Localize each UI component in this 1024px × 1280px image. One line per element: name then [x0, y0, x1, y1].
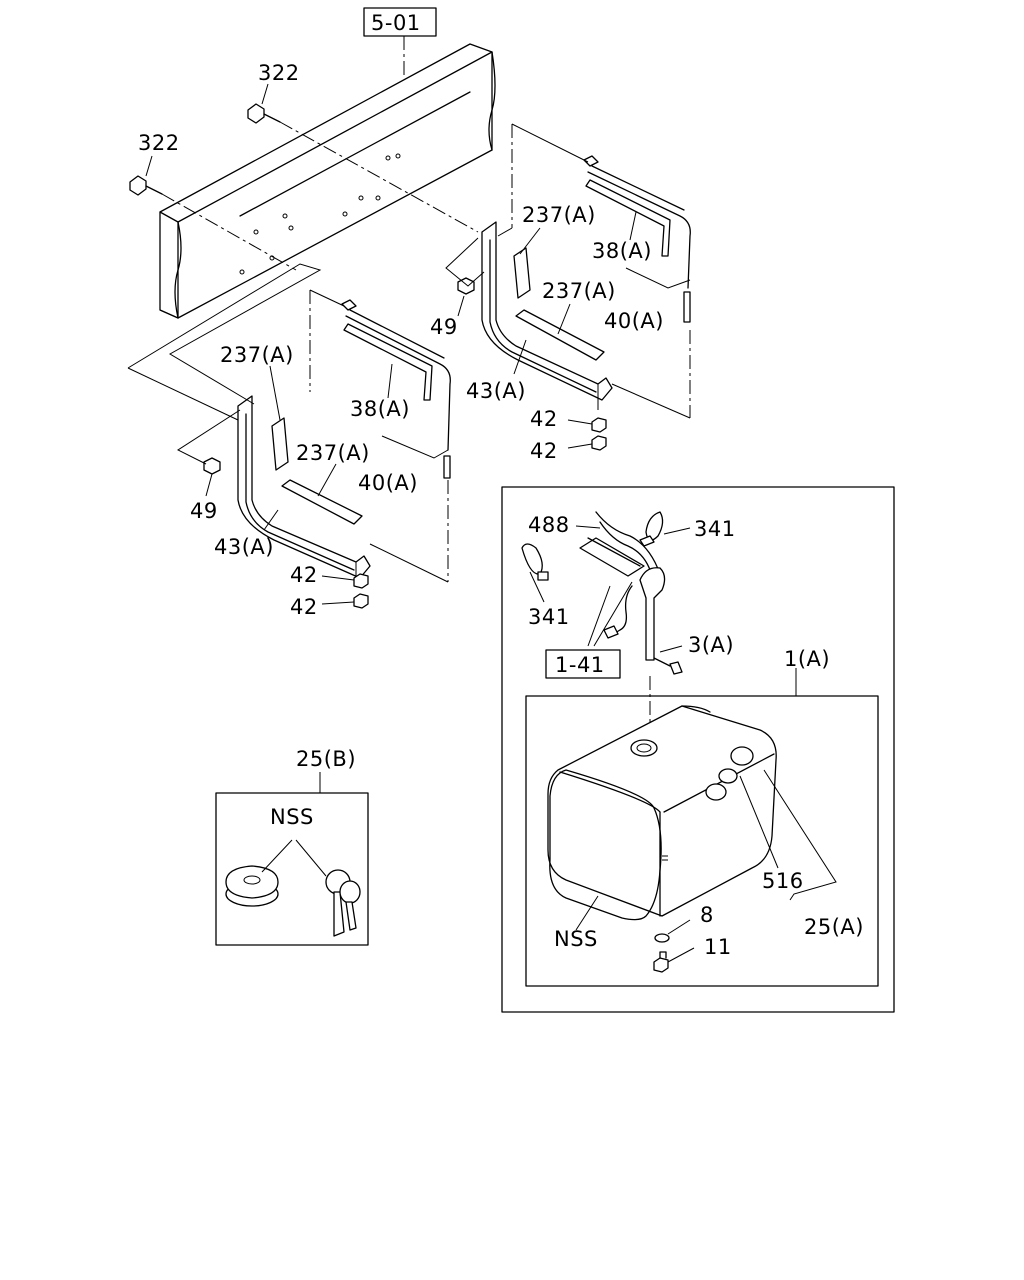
label-341-left: 341	[528, 605, 570, 629]
frame-rail	[159, 43, 496, 319]
nut-42-right-2	[591, 435, 607, 451]
label-42-left-1: 42	[290, 563, 318, 587]
label-43-left: 43(A)	[214, 535, 274, 559]
leader-lines-upper	[205, 211, 691, 605]
label-322-upper: 322	[258, 61, 300, 85]
pad-237-left-bottom	[281, 479, 363, 525]
label-341-right: 341	[694, 517, 736, 541]
label-25b: 25(B)	[296, 747, 356, 771]
fuel-gauge-unit	[603, 567, 683, 675]
band-38-left	[341, 299, 451, 479]
hose-488	[579, 511, 661, 577]
clip-341-right	[639, 511, 664, 547]
key-icon	[325, 869, 361, 937]
filler-neck-top	[630, 739, 658, 757]
label-8: 8	[700, 903, 714, 927]
label-cap-nss: NSS	[270, 805, 314, 829]
nut-42-right-1	[591, 417, 607, 433]
svg-text:5-01: 5-01	[371, 11, 421, 35]
label-40-left: 40(A)	[358, 471, 418, 495]
pad-237-right-top	[513, 247, 531, 299]
nut-49-left	[203, 457, 221, 475]
fuel-cap-icon	[225, 865, 279, 907]
pad-237-left-top	[271, 417, 289, 471]
nut-42-left-1	[353, 573, 369, 589]
drain-plug-11	[653, 951, 669, 973]
ref-box-5-01: 5-01	[363, 7, 437, 37]
ref-box-1-41: 1-41	[545, 649, 621, 679]
label-38-left: 38(A)	[350, 397, 410, 421]
label-11: 11	[704, 935, 732, 959]
nut-42-left-2	[353, 593, 369, 609]
label-49-left: 49	[190, 499, 218, 523]
filler-cap-516-icon	[730, 746, 754, 766]
label-237-right-top: 237(A)	[522, 203, 596, 227]
pad-237-right-bottom	[515, 309, 605, 361]
washer-8	[654, 933, 670, 943]
label-237-left-bottom: 237(A)	[296, 441, 370, 465]
label-516: 516	[762, 869, 804, 893]
nut-49-right	[457, 277, 475, 295]
bolt-322-lower	[129, 175, 163, 196]
label-1a: 1(A)	[784, 647, 830, 671]
tank-assembly-frame	[501, 486, 895, 1013]
label-49-right: 49	[430, 315, 458, 339]
label-237-right-bottom: 237(A)	[542, 279, 616, 303]
label-488: 488	[528, 513, 570, 537]
cap-25b-frame	[215, 792, 369, 946]
label-38-right: 38(A)	[592, 239, 652, 263]
svg-text:1-41: 1-41	[555, 653, 605, 677]
fuel-tank	[547, 705, 777, 921]
label-322-lower: 322	[138, 131, 180, 155]
label-tank-nss: NSS	[554, 927, 598, 951]
tank-subassembly-frame	[525, 695, 879, 987]
band-38-right	[583, 155, 691, 323]
bracket-43-right	[481, 221, 613, 410]
label-42-left-2: 42	[290, 595, 318, 619]
label-42-right-2: 42	[530, 439, 558, 463]
label-40-right: 40(A)	[604, 309, 664, 333]
label-25a: 25(A)	[804, 915, 864, 939]
clip-341-left	[521, 543, 549, 581]
label-3a: 3(A)	[688, 633, 734, 657]
bolt-322-upper	[247, 103, 281, 124]
label-237-left-top: 237(A)	[220, 343, 294, 367]
leader-lines-tank	[529, 525, 837, 963]
label-43-right: 43(A)	[466, 379, 526, 403]
label-42-right-1: 42	[530, 407, 558, 431]
